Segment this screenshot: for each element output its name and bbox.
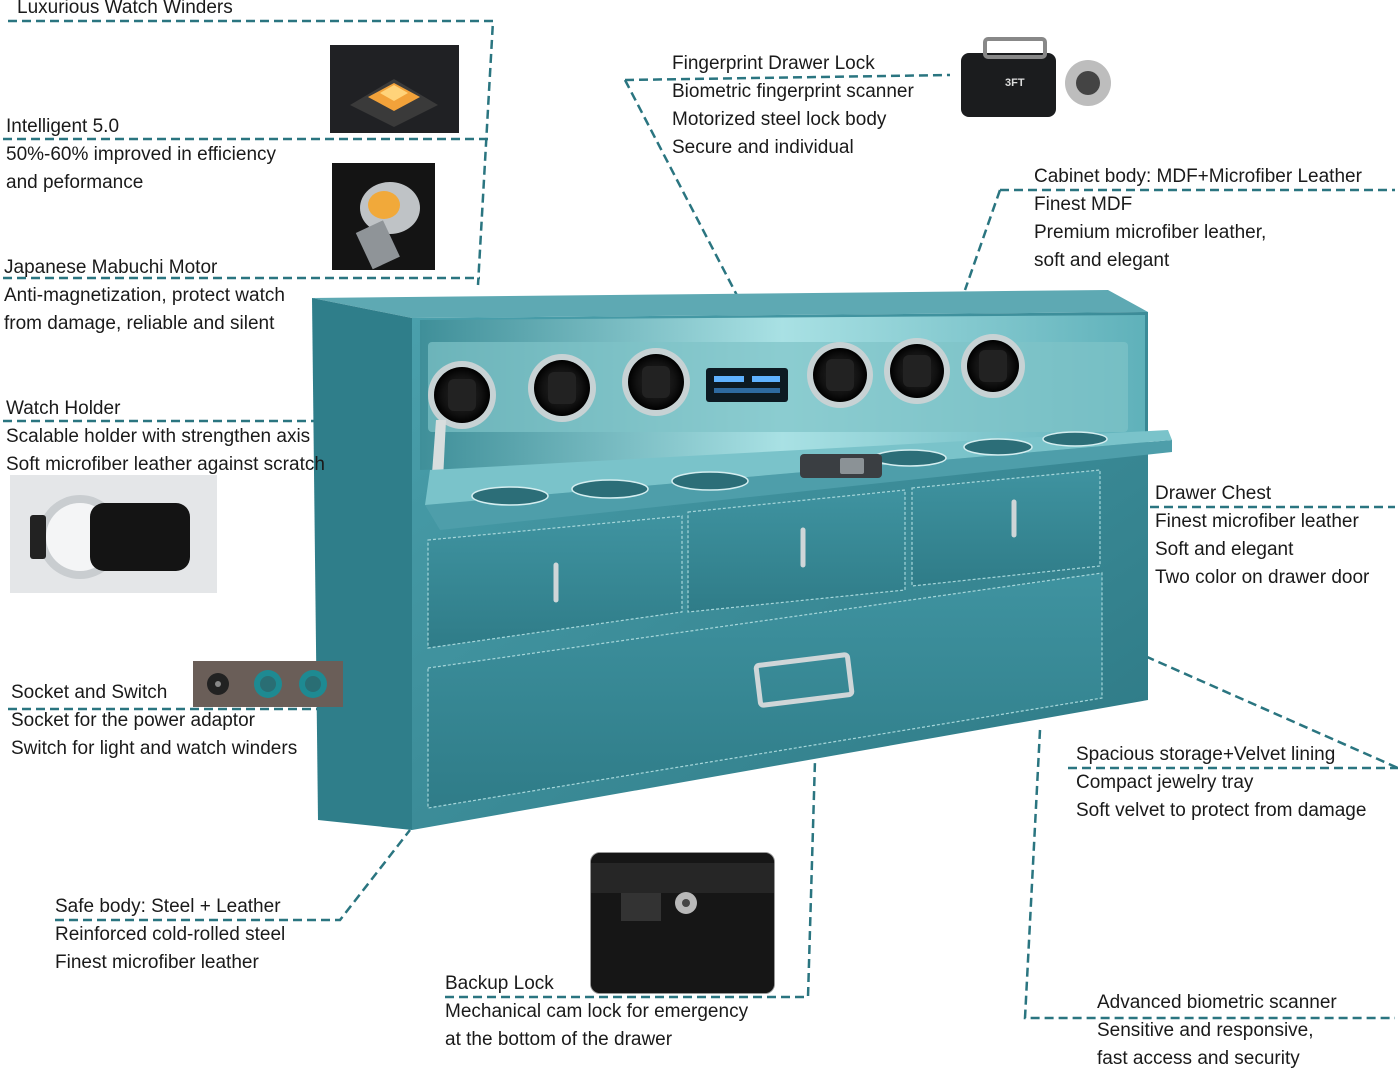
annotation-title: Backup Lock [445,973,554,994]
fingerprint-lock-thumbnail: 3FT [955,35,1115,125]
annotation-line: Socket for the power adaptor [11,710,255,731]
annotation-line: and peformance [6,172,144,193]
chip-icon [330,45,459,133]
chip-thumbnail [330,45,459,133]
backup-lock-thumbnail [590,852,775,994]
annotation-title: Luxurious Watch Winders [17,0,233,18]
annotation-line: Finest microfiber leather [1155,511,1359,532]
annotation-line: Finest microfiber leather [55,952,259,973]
annotation-title: Spacious storage+Velvet lining [1076,744,1336,765]
watch-holder-thumbnail [10,475,217,593]
annotation-line: Reinforced cold-rolled steel [55,924,286,945]
control-display [706,368,788,402]
watch-holder-icon [10,475,217,593]
annotation-line: Mechanical cam lock for emergency [445,1001,749,1022]
annotation-line: Soft microfiber leather against scratch [6,454,325,475]
cabinet-top [312,290,1148,318]
annotation-line: fast access and security [1097,1048,1300,1069]
annotation-title: Fingerprint Drawer Lock [672,53,875,74]
annotation-title: Drawer Chest [1155,483,1272,504]
cam-lock-icon [591,853,774,993]
annotation-safe-body: Safe body: Steel + Leather Reinforced co… [55,893,285,977]
annotation-fingerprint-lock: Fingerprint Drawer Lock Biometric finger… [672,50,914,162]
motor-thumbnail [332,163,435,270]
annotation-title: Cabinet body: MDF+Microfiber Leather [1034,166,1362,187]
cabinet-left-side [312,298,412,830]
annotation-cabinet-body: Cabinet body: MDF+Microfiber Leather Fin… [1034,163,1362,275]
annotation-line: Biometric fingerprint scanner [672,81,914,102]
annotation-line: Switch for light and watch winders [11,738,298,759]
annotation-storage: Spacious storage+Velvet lining Compact j… [1076,741,1366,825]
jewelry-tray [425,440,1172,530]
annotation-line: soft and elegant [1034,250,1170,271]
annotation-title: Japanese Mabuchi Motor [4,257,218,278]
annotation-title: Watch Holder [6,398,121,419]
annotation-line: from damage, reliable and silent [4,313,275,334]
annotation-line: Scalable holder with strengthen axis [6,426,311,447]
annotation-luxurious-watch-winders: Luxurious Watch Winders [17,0,233,22]
annotation-line: Motorized steel lock body [672,109,887,130]
socket-switch-thumbnail [193,661,343,707]
annotation-title: Safe body: Steel + Leather [55,896,281,917]
annotation-line: Soft velvet to protect from damage [1076,800,1367,821]
annotation-line: 50%-60% improved in efficiency [6,144,277,165]
switch-icon [193,661,343,707]
winder-slots [428,334,1025,429]
annotation-socket-switch: Socket and Switch Socket for the power a… [11,679,297,763]
annotation-line: Secure and individual [672,137,854,158]
annotation-line: Soft and elegant [1155,539,1294,560]
bottom-drawer-handle [753,652,855,708]
annotation-line: at the bottom of the drawer [445,1029,673,1050]
annotation-line: Finest MDF [1034,194,1133,215]
annotation-watch-holder: Watch Holder Scalable holder with streng… [6,395,325,479]
annotation-intelligent: Intelligent 5.0 50%-60% improved in effi… [6,113,276,197]
annotation-title: Intelligent 5.0 [6,116,120,137]
annotation-line: Compact jewelry tray [1076,772,1254,793]
annotation-line: Sensitive and responsive, [1097,1020,1314,1041]
annotation-biometric-scanner: Advanced biometric scanner Sensitive and… [1097,989,1337,1073]
annotation-line: Anti-magnetization, protect watch [4,285,285,306]
annotation-backup-lock: Backup Lock Mechanical cam lock for emer… [445,970,748,1054]
drawer-middle [687,489,906,613]
annotation-drawer-chest: Drawer Chest Finest microfiber leather S… [1155,480,1369,592]
drawer-right [911,469,1101,587]
annotation-line: Two color on drawer door [1155,567,1370,588]
motor-icon [332,163,435,270]
lock-logo: 3FT [1005,77,1025,89]
annotation-title: Advanced biometric scanner [1097,992,1337,1013]
annotation-title: Socket and Switch [11,682,168,703]
annotation-line: Premium microfiber leather, [1034,222,1267,243]
drawer-bottom [427,572,1103,809]
annotation-motor: Japanese Mabuchi Motor Anti-magnetizatio… [4,254,285,338]
